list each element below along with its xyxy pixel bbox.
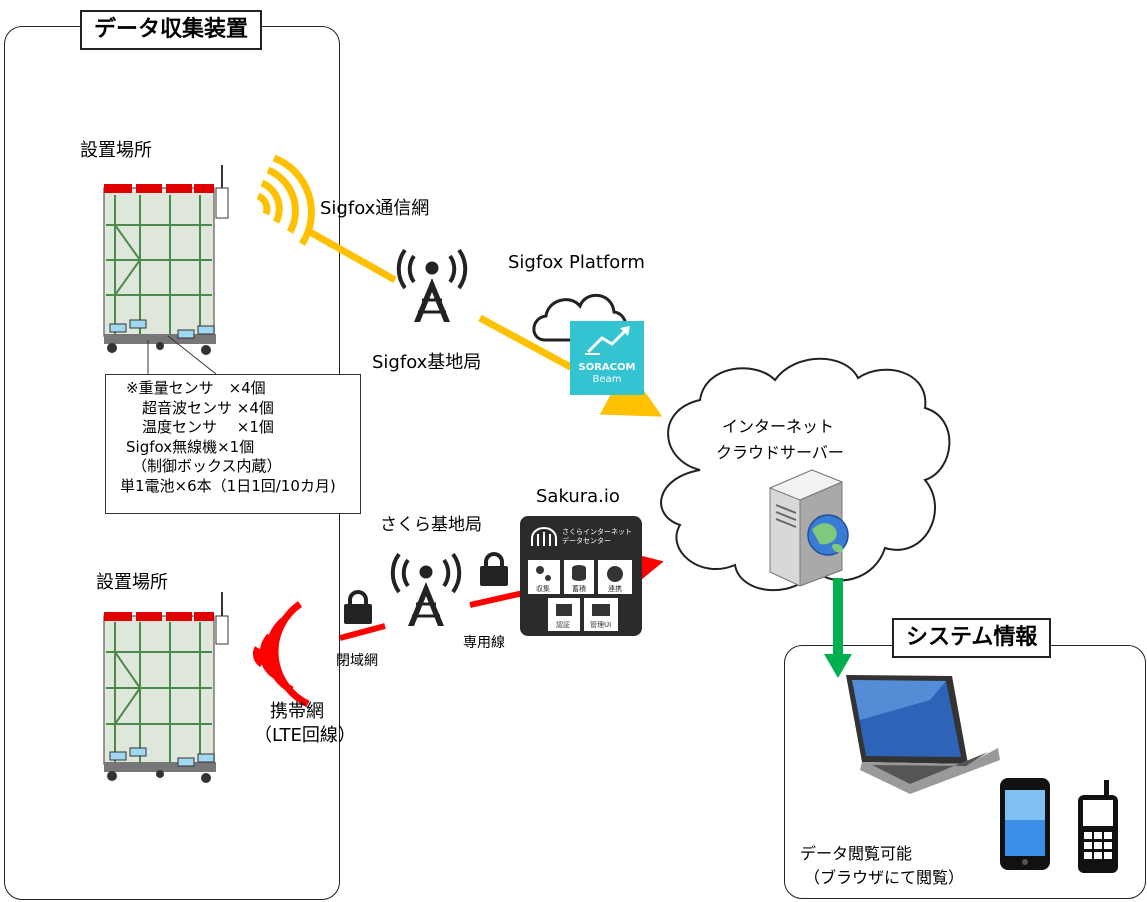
viewing-line: （ブラウザにて閲覧） [804, 868, 965, 887]
sensor-note-line: ※重量センサ ×4個 [126, 379, 266, 397]
lte-wave-icon [252, 601, 310, 708]
closed-network-label: 閉域網 [336, 653, 378, 669]
soracom-beam-text: SORACOM Beam [570, 362, 644, 386]
dedicated-line-label: 専用線 [463, 635, 505, 651]
site-label-top: 設置場所 [80, 140, 152, 161]
data-collection-title: データ収集装置 [80, 10, 263, 50]
datacenter-icon [531, 527, 557, 546]
feature-phone-icon [1078, 780, 1118, 873]
sigfox-wave-icon [256, 154, 315, 246]
sensor-note-line: 超音波センサ ×4個 [142, 398, 274, 417]
lock-icon-dedicated-line [480, 552, 508, 586]
sensor-note: ※重量センサ ×4個 超音波センサ ×4個 温度センサ ×1個 Sigfox無線… [105, 374, 361, 514]
laptop-icon [846, 675, 1000, 794]
sigfox-base-station-label: Sigfox基地局 [372, 352, 482, 373]
soracom-beam-icon [570, 321, 644, 395]
viewing-label: データ閲覧可能 （ブラウザにて閲覧） [800, 842, 964, 890]
cart-device-bottom [103, 592, 229, 783]
datacenter-line: データセンター [562, 537, 611, 545]
cloud-label: インターネット クラウドサーバー [716, 414, 844, 466]
sakura-icon-label: 認証 [556, 621, 570, 629]
sensor-note-line: 単1電池×6本（1日1回/10カ月) [120, 476, 336, 495]
download-arrow [824, 578, 852, 678]
sigfox-network-label: Sigfox通信網 [320, 198, 430, 219]
mobile-network-label: 携帯網 （LTE回線） [254, 700, 356, 748]
sakura-datacenter-box [520, 516, 642, 636]
cloud-label-line: クラウドサーバー [716, 443, 844, 462]
soracom-beam-sub: Beam [592, 374, 622, 385]
sensor-note-line: Sigfox無線機×1個 [126, 437, 255, 456]
cart-device-top [103, 165, 229, 355]
lock-icon-closed-network [344, 590, 372, 624]
sakura-icon-label: 連携 [608, 585, 622, 593]
cloud-label-line: インターネット [722, 417, 835, 436]
sakura-base-station-label: さくら基地局 [380, 515, 482, 535]
datacenter-line: さくらインターネット [562, 528, 632, 536]
sigfox-link-1 [308, 228, 397, 284]
sakura-icon-label: 蓄積 [572, 585, 586, 593]
sakura-icon-label: 収集 [536, 585, 550, 593]
sensor-note-line: 温度センサ ×1個 [142, 418, 274, 436]
system-info-title: システム情報 [892, 618, 1052, 658]
lte-link-1 [339, 623, 386, 641]
sakura-icon-label: 管理UI [590, 621, 612, 629]
viewing-line: データ閲覧可能 [800, 844, 913, 863]
site-label-bottom: 設置場所 [96, 572, 168, 593]
sigfox-platform-label: Sigfox Platform [508, 252, 645, 273]
mobile-network-line: （LTE回線） [254, 725, 356, 746]
sensor-note-line: （制御ボックス内蔵） [132, 457, 282, 475]
mobile-network-line: 携帯網 [270, 701, 324, 722]
sakura-datacenter-text: さくらインターネット データセンター [562, 528, 632, 546]
soracom-beam-name: SORACOM [578, 362, 636, 373]
sakura-tower-icon [390, 552, 462, 626]
sigfox-tower-icon [396, 248, 468, 322]
sakura-title: Sakura.io [536, 486, 620, 507]
smartphone-icon [1000, 778, 1050, 870]
server-icon [768, 469, 849, 587]
